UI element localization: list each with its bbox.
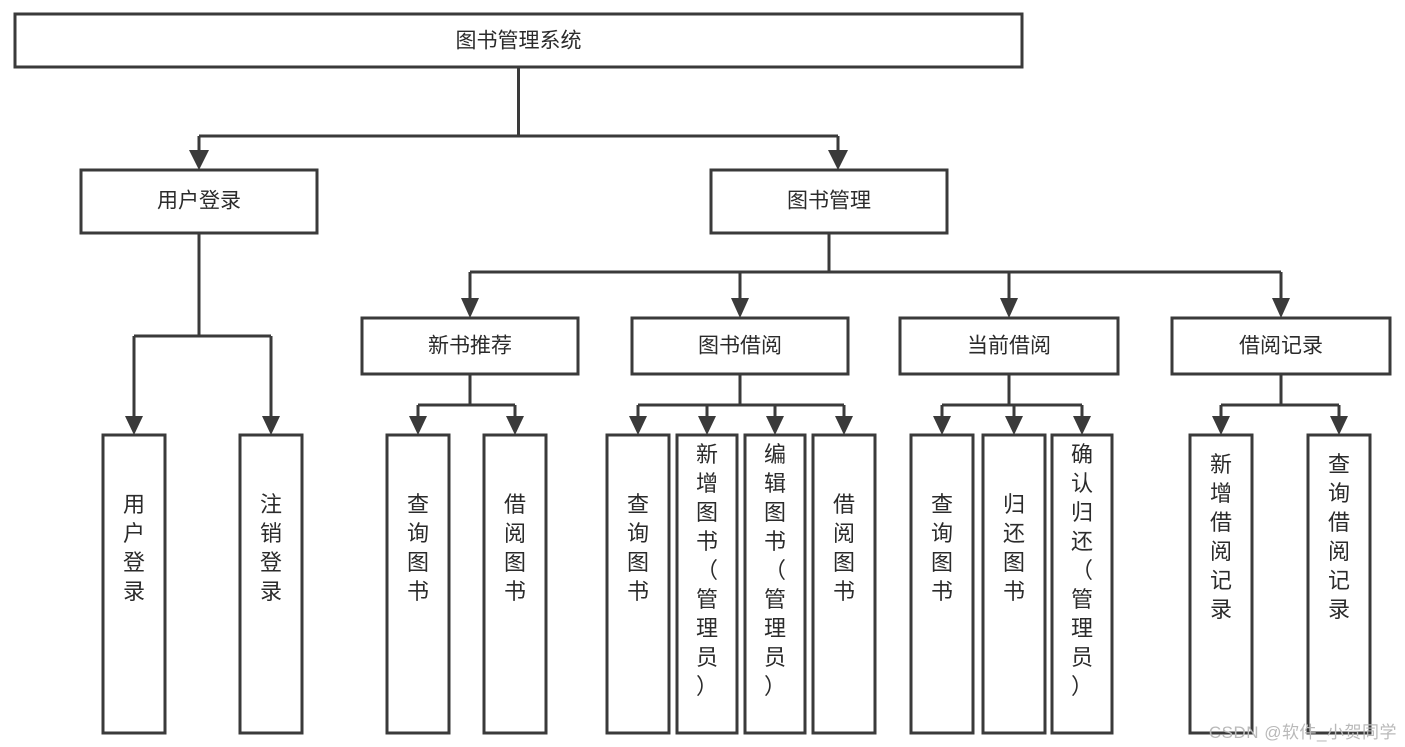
arrowhead-new-book-rec [461,298,479,318]
arrowhead-leaf-user-login [125,416,143,435]
connectors-group [125,67,1348,435]
book-management-box [709,168,949,235]
user-login-label: 用户登录 [157,190,241,213]
leaf-confirm-return-admin-box [1050,433,1114,735]
arrowhead-borrow-leaf-1 [629,416,647,435]
current-borrowing-box [898,316,1120,376]
node-leaf-return-book[interactable]: 归还图书 [981,433,1047,735]
node-leaf-confirm-return-admin[interactable]: 确认归还（管理员） [1050,433,1114,735]
leaf-logout-box [238,433,304,735]
leaf-borrow-book-label: 借阅图书 [833,492,855,604]
leaf-confirm-return-admin-label: 确认归还（管理员） [1071,442,1093,699]
leaf-query-borrow-record-label: 查询借阅记录 [1328,452,1350,622]
arrowhead-record-leaf-2 [1330,416,1348,435]
book-borrowing-box [630,316,850,376]
leaf-return-book-box [981,433,1047,735]
root-box [13,12,1024,69]
leaf-user-login-box [101,433,167,735]
arrowhead-newbook-leaf-2 [506,416,524,435]
arrowhead-user-login [189,150,209,170]
leaf-add-borrow-record-label: 新增借阅记录 [1210,452,1232,622]
node-new-book-recommendation[interactable]: 新书推荐 [360,316,580,376]
leaf-query-book-rec-label: 查询图书 [407,492,429,604]
node-user-login[interactable]: 用户登录 [79,168,319,235]
leaf-edit-book-admin-label: 编辑图书（管理员） [764,442,786,699]
node-leaf-borrow-book-rec[interactable]: 借阅图书 [482,433,548,735]
node-root-system[interactable]: 图书管理系统 [13,12,1024,69]
leaf-query-book-current-box [909,433,975,735]
node-leaf-add-book-admin[interactable]: 新增图书（管理员） [675,433,739,735]
node-leaf-logout[interactable]: 注销登录 [238,433,304,735]
leaf-borrow-book-rec-label: 借阅图书 [504,492,526,604]
book-management-label: 图书管理 [787,190,871,213]
node-leaf-query-book-current[interactable]: 查询图书 [909,433,975,735]
node-leaf-edit-book-admin[interactable]: 编辑图书（管理员） [743,433,807,735]
arrowhead-borrow-leaf-3 [766,416,784,435]
arrowhead-leaf-logout [262,416,280,435]
node-leaf-add-borrow-record[interactable]: 新增借阅记录 [1188,433,1254,735]
node-current-borrowing[interactable]: 当前借阅 [898,316,1120,376]
leaf-query-book-rec-box [385,433,451,735]
arrowhead-current-leaf-2 [1005,416,1023,435]
leaf-query-book-current-label: 查询图书 [931,492,953,604]
leaf-borrow-book-rec-box [482,433,548,735]
arrowhead-book-mgmt [828,150,848,170]
arrowhead-borrow-record [1272,298,1290,318]
node-book-management[interactable]: 图书管理 [709,168,949,235]
node-leaf-borrow-book[interactable]: 借阅图书 [811,433,877,735]
arrowhead-book-borrow [731,298,749,318]
node-borrowing-record[interactable]: 借阅记录 [1170,316,1392,376]
book-borrowing-label: 图书借阅 [698,335,782,358]
node-leaf-user-login[interactable]: 用户登录 [101,433,167,735]
leaf-add-book-admin-label: 新增图书（管理员） [696,442,718,699]
current-borrowing-label: 当前借阅 [967,335,1051,358]
node-leaf-query-book-borrow[interactable]: 查询图书 [605,433,671,735]
arrowhead-newbook-leaf-1 [409,416,427,435]
new-book-recommendation-box [360,316,580,376]
leaf-query-book-borrow-label: 查询图书 [627,492,649,604]
node-book-borrowing[interactable]: 图书借阅 [630,316,850,376]
leaf-edit-book-admin-box [743,433,807,735]
arrowhead-current-leaf-3 [1073,416,1091,435]
new-book-recommendation-label: 新书推荐 [428,335,512,358]
node-leaf-query-book-rec[interactable]: 查询图书 [385,433,451,735]
leaf-add-book-admin-box [675,433,739,735]
borrowing-record-box [1170,316,1392,376]
leaf-query-book-borrow-box [605,433,671,735]
arrowhead-borrow-leaf-2 [698,416,716,435]
arrowhead-current-leaf-1 [933,416,951,435]
leaf-query-borrow-record-box [1306,433,1372,735]
arrowhead-current-borrow [1000,298,1018,318]
arrowhead-record-leaf-1 [1212,416,1230,435]
node-leaf-query-borrow-record[interactable]: 查询借阅记录 [1306,433,1372,735]
arrowhead-borrow-leaf-4 [835,416,853,435]
leaf-add-borrow-record-box [1188,433,1254,735]
borrowing-record-label: 借阅记录 [1239,335,1323,358]
user-login-box [79,168,319,235]
leaf-borrow-book-box [811,433,877,735]
root-label: 图书管理系统 [456,30,582,53]
csdn-watermark: CSDN @软件_小贺同学 [1208,723,1397,742]
leaf-return-book-label: 归还图书 [1003,492,1025,604]
leaf-user-login-label: 用户登录 [123,492,145,604]
leaf-logout-label: 注销登录 [260,492,282,604]
